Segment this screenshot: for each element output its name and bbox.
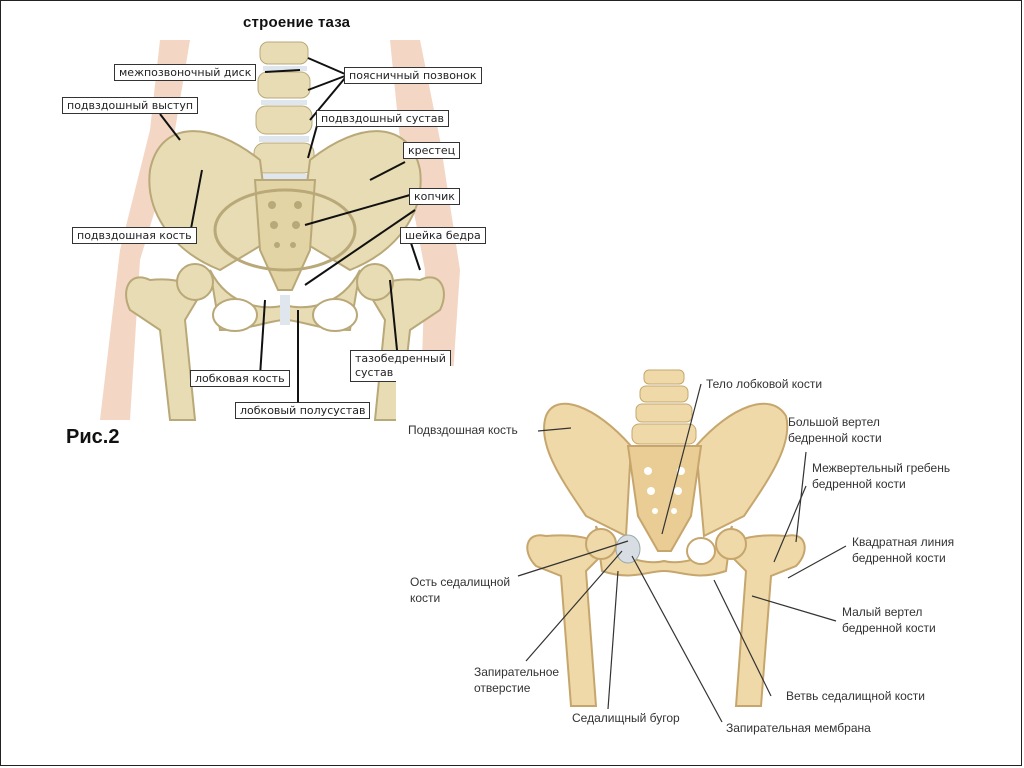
label-quadrate-line: Квадратная линия бедренной кости <box>852 534 954 566</box>
figure1-title: строение таза <box>243 14 351 31</box>
label-hip-joint-line2: сустав <box>355 366 394 379</box>
label-ischial-spine: Ость седалищной кости <box>410 574 510 606</box>
label-intertrochanteric-crest-line2: бедренной кости <box>812 477 906 491</box>
label-femoral-neck: шейка бедра <box>400 227 486 244</box>
label-obturator-foramen: Запирательное отверстие <box>474 664 559 696</box>
symphysis-shape <box>280 295 290 325</box>
label-lumbar-vertebra: поясничный позвонок <box>344 67 482 84</box>
label-intertrochanteric-crest: Межвертельный гребень бедренной кости <box>812 460 950 492</box>
figure2-leaders <box>517 383 847 723</box>
label-intervertebral-disc: межпозвоночный диск <box>114 64 257 81</box>
label-greater-trochanter: Большой вертел бедренной кости <box>788 414 882 446</box>
label-lesser-trochanter-line1: Малый вертел <box>842 605 923 619</box>
label-greater-trochanter-line1: Большой вертел <box>788 415 880 429</box>
figure-pelvis-structure: строение таза межпозвоночный диск поясни… <box>60 10 500 430</box>
label-obturator-foramen-line1: Запирательное <box>474 665 560 679</box>
pelvis-detailed-illustration <box>517 369 847 723</box>
lumbar-spine <box>253 41 315 180</box>
ilium-left-2 <box>543 402 633 538</box>
label-pubic-bone: лобковая кость <box>190 370 290 387</box>
label-intertrochanteric-crest-line1: Межвертельный гребень <box>812 461 951 475</box>
label-obturator-membrane: Запирательная мембрана <box>726 721 871 735</box>
label-pubic-symphysis: лобковый полусустав <box>235 402 371 419</box>
label-quadrate-line-line2: бедренной кости <box>852 551 946 565</box>
femur-left <box>125 276 202 421</box>
label-quadrate-line-line1: Квадратная линия <box>852 535 955 549</box>
label-iliac-crest: подвздошный выступ <box>62 97 199 114</box>
label-ischial-ramus: Ветвь седалищной кости <box>786 689 925 703</box>
label-obturator-foramen-line2: отверстие <box>474 681 531 695</box>
label-ischial-spine-line1: Ость седалищной <box>410 575 511 589</box>
label-ischial-spine-line2: кости <box>410 591 441 605</box>
label-lesser-trochanter: Малый вертел бедренной кости <box>842 604 936 636</box>
figure1-caption: Рис.2 <box>66 426 120 448</box>
ilium-left <box>148 130 272 272</box>
obturator-membrane-shape <box>615 534 641 564</box>
femur-right-2 <box>724 534 806 707</box>
label-coccyx: копчик <box>409 188 460 205</box>
label-greater-trochanter-line2: бедренной кости <box>788 431 882 445</box>
label-ischial-tuberosity: Седалищный бугор <box>572 711 680 725</box>
figure1-pointers <box>159 57 421 402</box>
ilium-right-2 <box>694 402 789 538</box>
label-iliac-joint: подвздошный сустав <box>316 110 450 127</box>
ilium-right <box>298 130 422 272</box>
label-sacrum: крестец <box>403 142 461 159</box>
label-lesser-trochanter-line2: бедренной кости <box>842 621 936 635</box>
figure-pelvis-detailed: Тело лобковой кости Подвздошная кость Бо… <box>396 366 1016 762</box>
label-ilium: подвздошная кость <box>72 227 197 244</box>
label-pubic-body: Тело лобковой кости <box>706 377 823 391</box>
label-ilium-2: Подвздошная кость <box>408 423 518 437</box>
pelvic-inlet <box>213 188 357 272</box>
femur-left-2 <box>526 534 608 707</box>
label-hip-joint-line1: тазобедренный <box>355 352 446 365</box>
pelvis-illustration <box>100 40 460 421</box>
sacrum-2 <box>626 445 703 552</box>
spine-column <box>631 369 697 445</box>
sacrum-shape <box>253 179 317 291</box>
